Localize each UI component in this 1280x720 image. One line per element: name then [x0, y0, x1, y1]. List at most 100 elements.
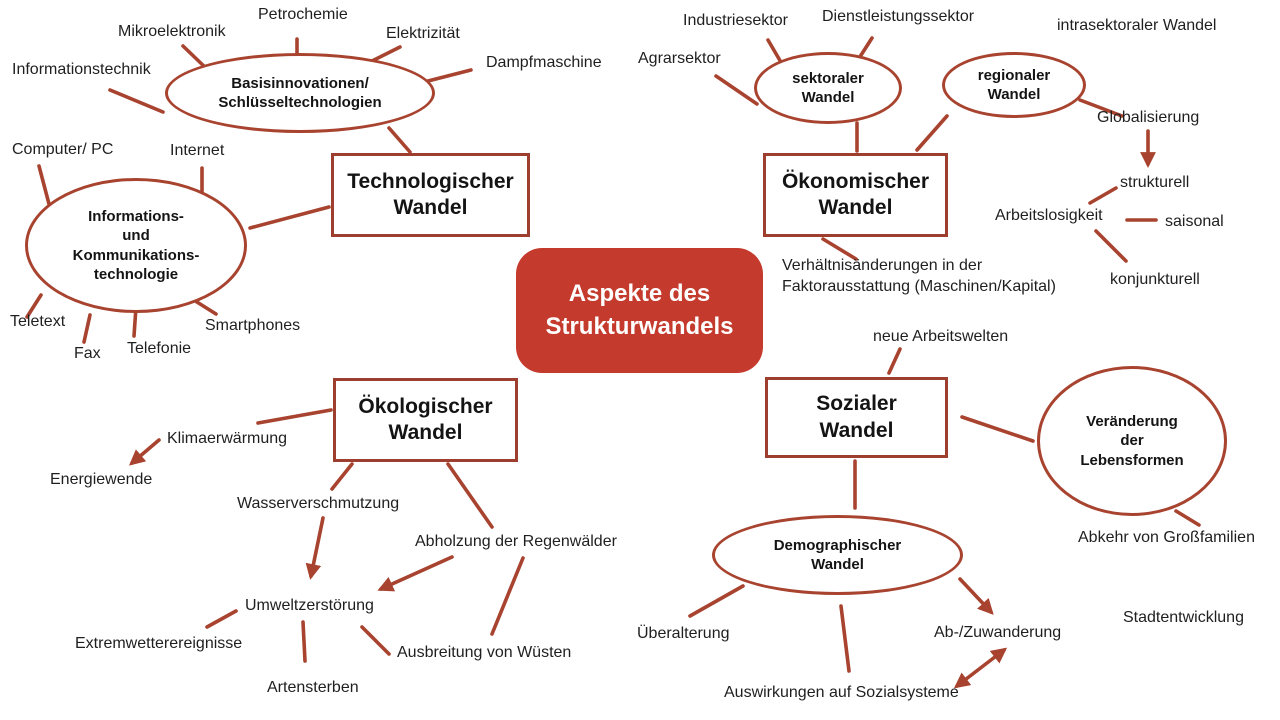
label-verhaeltnis-line1: Verhältnisänderungen in der — [782, 257, 983, 274]
connector-demo-auswirkungen — [839, 604, 851, 673]
center-label-line1: Aspekte des — [568, 280, 711, 308]
connector-eco-abholzung — [446, 462, 494, 529]
connector-abholzung-ausbreitung — [490, 556, 525, 636]
connector-regional-globalisierung — [1078, 98, 1124, 118]
connector-demo-ueberalterung — [688, 584, 745, 618]
label-abholzung-regenwaelder: Abholzung der Regenwälder — [415, 533, 617, 550]
box-label-line2: Wandel — [818, 196, 893, 219]
connector-demo-zuwanderung-arrow — [958, 577, 994, 615]
ellipse-label-line4: technologie — [93, 266, 179, 283]
label-strukturell: strukturell — [1120, 174, 1190, 191]
label-globalisierung: Globalisierung — [1097, 109, 1200, 126]
label-computer-pc: Computer/ PC — [12, 141, 114, 158]
box-label-line2: Wandel — [393, 196, 468, 219]
label-ausbreitung-wuesten: Ausbreitung von Wüsten — [397, 644, 572, 661]
label-elektrizitaet: Elektrizität — [386, 25, 460, 42]
connector-iuk-tech — [248, 205, 331, 230]
label-teletext: Teletext — [10, 313, 66, 330]
connector-umwelt-extremwetter — [205, 609, 238, 629]
label-fax: Fax — [74, 345, 101, 362]
node-demographischer-wandel: Demographischer Wandel — [712, 515, 963, 595]
label-ueberalterung: Überalterung — [637, 625, 730, 642]
label-klimaerwaermung: Klimaerwärmung — [167, 430, 288, 447]
ellipse-label-line2: Schlüsseltechnologien — [218, 94, 382, 111]
label-extremwetterereignisse: Extremwetterereignisse — [75, 635, 243, 652]
connector-klimaerwaermung-energiewende-arrow — [128, 438, 161, 466]
label-abkehr-grossfamilien: Abkehr von Großfamilien — [1078, 529, 1255, 546]
connector-teletext — [25, 293, 43, 319]
connector-econ-verhaeltnis — [821, 237, 858, 261]
connector-arbeitslosigkeit-strukturell — [1088, 186, 1118, 205]
box-label-line1: Sozialer — [816, 392, 897, 416]
ellipse-label-line2: Wandel — [801, 89, 855, 106]
label-wasserverschmutzung: Wasserverschmutzung — [237, 495, 400, 512]
label-stadtentwicklung: Stadtentwicklung — [1123, 609, 1244, 626]
label-industriesektor: Industriesektor — [683, 12, 788, 29]
label-ab-zuwanderung: Ab-/Zuwanderung — [934, 624, 1062, 641]
ellipse-label-line3: Lebensformen — [1080, 451, 1184, 469]
node-technologischer-wandel: Technologischer Wandel — [331, 153, 530, 237]
connector-agrarsektor — [714, 74, 759, 106]
label-internet: Internet — [170, 142, 225, 159]
label-energiewende: Energiewende — [50, 471, 153, 488]
label-artensterben: Artensterben — [267, 679, 359, 696]
label-intrasektoraler-wandel: intrasektoraler Wandel — [1057, 17, 1217, 34]
connector-umwelt-ausbreitung — [360, 625, 391, 656]
label-dienstleistungssektor: Dienstleistungssektor — [822, 8, 975, 25]
connector-wasser-umwelt-arrow — [305, 516, 325, 580]
box-label-line1: Ökologischer — [358, 394, 493, 418]
label-verhaeltnis-line2: Faktorausstattung (Maschinen/Kapital) — [782, 277, 1056, 295]
node-informations-kommunikationstechnologie: Informations- und Kommunikations- techno… — [25, 178, 247, 313]
ellipse-label-line1: Basisinnovationen/ — [231, 74, 369, 92]
ellipse-label-line2: Wandel — [811, 556, 864, 573]
box-label-line2: Wandel — [819, 418, 894, 442]
connector-auswirkungen-zuwanderung-doublearrow — [953, 647, 1008, 689]
label-auswirkungen-sozialsysteme: Auswirkungen auf Sozialsysteme — [724, 684, 959, 701]
ellipse-label-line2: und — [122, 227, 150, 244]
ellipse-label-line1: Veränderung — [1086, 412, 1178, 430]
connector-informationstechnik — [108, 88, 165, 114]
node-aspekte-strukturwandels: Aspekte des Strukturwandels — [516, 248, 763, 373]
node-basisinnovationen: Basisinnovationen/ Schlüsseltechnologien — [165, 53, 435, 133]
label-telefonie: Telefonie — [127, 340, 192, 357]
ellipse-label-line1: Informations- — [88, 207, 184, 225]
box-label-line1: Ökonomischer — [781, 169, 930, 193]
connector-basis-tech — [387, 126, 412, 154]
label-neue-arbeitswelten: neue Arbeitswelten — [873, 328, 1009, 345]
connector-eco-wasserverschmutzung — [330, 462, 354, 491]
ellipse-label-line1: sektoraler — [792, 69, 864, 87]
box-label-line2: Wandel — [388, 421, 463, 444]
connector-dampfmaschine — [426, 68, 473, 83]
label-informationstechnik: Informationstechnik — [12, 61, 151, 78]
node-oekonomischer-wandel: Ökonomischer Wandel — [763, 153, 948, 237]
connector-social-leben — [960, 415, 1035, 443]
node-sozialer-wandel: Sozialer Wandel — [765, 377, 948, 458]
label-umweltzerstoerung: Umweltzerstörung — [245, 597, 374, 614]
connector-eco-klimaerwaermung — [256, 408, 333, 425]
label-saisonal: saisonal — [1165, 213, 1224, 230]
connector-arbeitslosigkeit-konjunkturell — [1094, 229, 1128, 263]
label-agrarsektor: Agrarsektor — [638, 50, 721, 67]
connector-abholzung-umwelt-arrow — [377, 555, 454, 592]
ellipse-label-line3: Kommunikations- — [72, 246, 200, 264]
connector-computer-pc — [37, 164, 51, 206]
ellipse-label-line2: Wandel — [987, 86, 1041, 103]
ellipse-label-line2: der — [1120, 432, 1144, 450]
box-label-line1: Technologischer — [347, 169, 514, 193]
connector-fax — [82, 313, 92, 344]
connector-regional-econ — [915, 114, 949, 152]
node-veraenderung-lebensformen: Veränderung der Lebensformen — [1037, 366, 1227, 516]
label-petrochemie: Petrochemie — [258, 6, 348, 23]
label-dampfmaschine: Dampfmaschine — [486, 54, 602, 71]
node-oekologischer-wandel: Ökologischer Wandel — [333, 378, 518, 462]
label-smartphones: Smartphones — [205, 317, 301, 334]
node-sektoraler-wandel: sektoraler Wandel — [754, 52, 902, 124]
ellipse-label-line1: Demographischer — [773, 536, 902, 554]
connector-umwelt-artensterben — [301, 620, 307, 663]
connector-leben-abkehr — [1174, 509, 1201, 527]
label-mikroelektronik: Mikroelektronik — [118, 23, 226, 40]
label-arbeitslosigkeit: Arbeitslosigkeit — [995, 207, 1103, 224]
connector-arbeitswelten-social — [887, 347, 902, 375]
node-regionaler-wandel: regionaler Wandel — [942, 52, 1086, 118]
